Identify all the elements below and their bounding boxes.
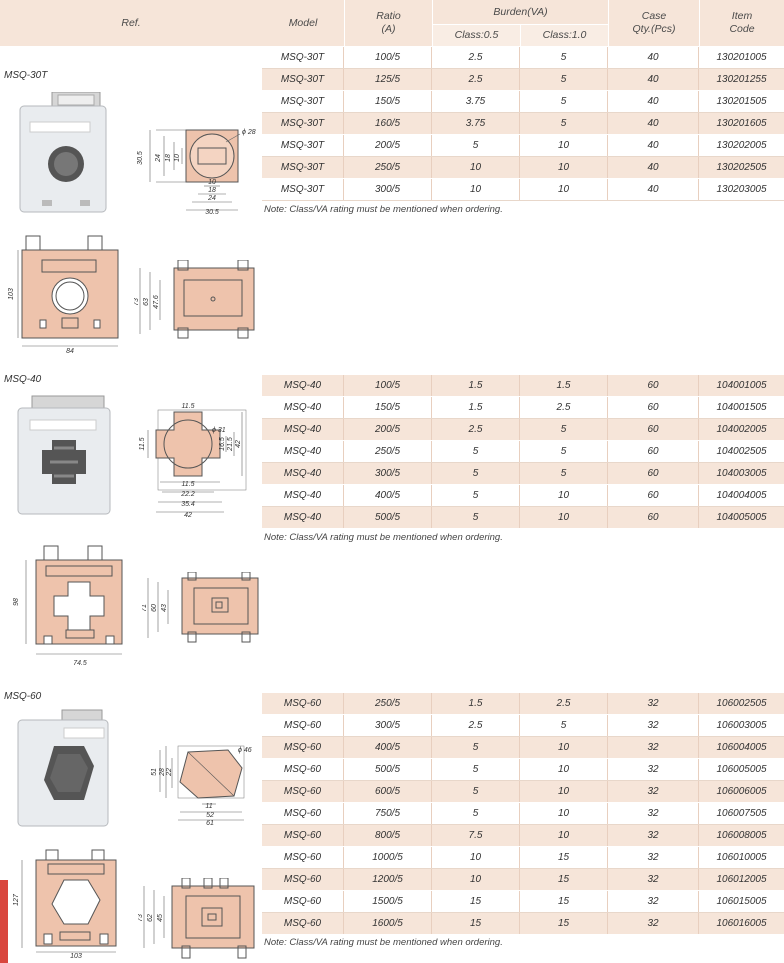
dim-label: 51	[151, 768, 158, 776]
msq30t-side-drawing: 73 63 47.6	[134, 260, 255, 339]
dim-label: 74.5	[73, 660, 87, 667]
msq40-side-drawing: 71 60 43	[142, 572, 259, 643]
dim-label: 73	[134, 298, 140, 306]
dim-label: 71	[142, 604, 148, 612]
dim-label: 42	[235, 440, 242, 448]
dim-label: 62	[147, 914, 154, 922]
section-label-msq30t: MSQ-30T	[4, 70, 48, 81]
page-edge-tab	[0, 880, 8, 963]
dim-label: ϕ 28	[242, 129, 256, 136]
msq40-top-drawing: 11.5 11.5 ϕ 31 16.5 21.5 42 11.5 22.2 35…	[139, 403, 247, 518]
dim-label: 24	[155, 154, 162, 163]
dim-label: 18	[165, 154, 172, 162]
msq40-front-drawing: 98 74.5	[13, 545, 123, 667]
dim-label: 11.5	[181, 403, 194, 410]
dim-label: 98	[13, 598, 20, 606]
dim-label: 24	[207, 195, 216, 202]
dim-label: 47.6	[153, 295, 160, 309]
msq60-side-drawing: 73 62 45	[138, 878, 255, 959]
dim-label: 43	[161, 604, 168, 612]
msq60-front-drawing: 127 103	[13, 849, 117, 960]
table-header: Ref. Model Ratio (A) Burden(VA) Class:0.…	[0, 0, 784, 46]
header-ratio: Ratio (A)	[345, 0, 432, 46]
dim-label: 21.5	[227, 437, 234, 452]
msq30t-photo	[19, 92, 107, 213]
header-item-code: Item Code	[700, 0, 784, 46]
header-class10: Class:1.0	[521, 25, 608, 46]
dim-label: 11.5	[181, 481, 194, 488]
msq30t-top-drawing: 30.5 24 18 10 10 18 24 30.5 ϕ 28	[137, 129, 256, 216]
order-note: Note: Class/VA rating must be mentioned …	[264, 204, 503, 215]
section-label-msq60: MSQ-60	[4, 691, 42, 702]
dim-label: 42	[184, 512, 192, 518]
header-case-qty: Case Qty.(Pcs)	[609, 0, 699, 46]
dim-label: 10	[174, 154, 181, 162]
dim-label: 35.4	[181, 501, 195, 508]
msq60-top-drawing: 51 28 22 ϕ 46 11 52 61	[151, 745, 252, 826]
dim-label: ϕ 46	[238, 747, 252, 754]
dim-label: 30.5	[137, 151, 144, 165]
dim-label: 103	[8, 288, 15, 300]
dim-label: 11.5	[139, 437, 146, 450]
dim-label: 61	[206, 820, 214, 826]
header-ref: Ref.	[0, 0, 262, 46]
order-note: Note: Class/VA rating must be mentioned …	[264, 532, 503, 543]
dim-label: 73	[138, 914, 144, 922]
dim-label: 63	[143, 298, 150, 306]
dim-label: 60	[151, 604, 158, 612]
dim-label: 28	[159, 768, 166, 777]
dim-label: 16.5	[219, 437, 226, 451]
dim-label: ϕ 31	[212, 427, 226, 434]
header-class05: Class:0.5	[433, 25, 520, 46]
dim-label: 103	[70, 953, 82, 960]
header-model: Model	[262, 0, 344, 46]
order-note: Note: Class/VA rating must be mentioned …	[264, 937, 503, 948]
dim-label: 45	[157, 914, 164, 922]
msq40-photo	[17, 395, 111, 515]
dim-label: 52	[206, 812, 214, 819]
dim-label: 10	[208, 179, 216, 186]
header-burden: Burden(VA)	[433, 0, 608, 24]
dim-label: 22	[166, 768, 173, 777]
section-label-msq40: MSQ-40	[4, 374, 42, 385]
dim-label: 84	[66, 348, 74, 354]
msq30t-front-drawing: 103 84	[8, 235, 119, 354]
dim-label: 18	[208, 187, 216, 194]
dim-label: 22.2	[180, 491, 195, 498]
msq60-photo	[17, 709, 109, 827]
dim-label: 127	[13, 893, 20, 906]
dim-label: 30.5	[205, 209, 219, 216]
dim-label: 11	[205, 803, 212, 810]
